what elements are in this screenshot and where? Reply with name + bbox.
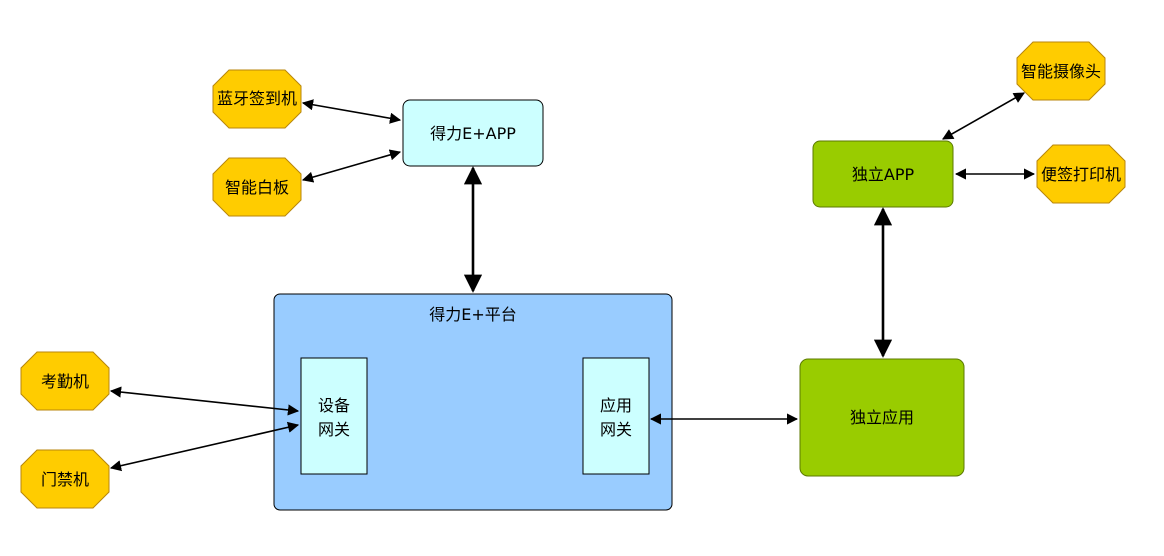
deli-app-node: 得力E+APP [402, 99, 544, 167]
edge-standaloneapp-camera [942, 92, 1025, 140]
device-gateway-label-line2: 网关 [318, 420, 350, 439]
deli-app-label: 得力E+APP [430, 124, 516, 143]
smart-whiteboard-label: 智能白板 [225, 178, 289, 197]
deli-app-box [402, 99, 544, 167]
edges [109, 92, 1036, 472]
smart-whiteboard-octagon [212, 157, 302, 217]
device-gateway-box [300, 357, 368, 475]
bluetooth-checkin-node: 蓝牙签到机 [212, 69, 302, 129]
standalone-application-node: 独立应用 [799, 358, 965, 477]
sticky-printer-label: 便签打印机 [1041, 165, 1121, 184]
device-gateway-label-line1: 设备 [318, 396, 350, 415]
edge-attendance-gateway [109, 386, 300, 416]
smart-camera-node: 智能摄像头 [1016, 41, 1106, 101]
sticky-printer-node: 便签打印机 [1036, 144, 1126, 204]
attendance-machine-octagon [20, 351, 110, 411]
bluetooth-checkin-octagon [212, 69, 302, 129]
standalone-app-label: 独立APP [852, 165, 915, 184]
attendance-machine-node: 考勤机 [20, 351, 110, 411]
deli-platform-node: 得力E+平台 [273, 293, 673, 511]
attendance-machine-label: 考勤机 [41, 372, 89, 391]
smart-camera-octagon [1016, 41, 1106, 101]
access-control-octagon [20, 449, 110, 509]
bluetooth-checkin-label: 蓝牙签到机 [217, 89, 297, 108]
platform-label: 得力E+平台 [429, 305, 517, 324]
edge-whiteboard-app [301, 149, 402, 183]
access-control-node: 门禁机 [20, 449, 110, 509]
standalone-app-node: 独立APP [812, 140, 954, 208]
smart-camera-label: 智能摄像头 [1021, 62, 1101, 81]
app-gateway-node: 应用 网关 [582, 357, 650, 475]
app-gateway-label-line1: 应用 [600, 396, 632, 415]
edge-access-gateway [109, 421, 300, 472]
app-gateway-label-line2: 网关 [600, 420, 632, 439]
smart-whiteboard-node: 智能白板 [212, 157, 302, 217]
standalone-application-box [799, 358, 965, 477]
device-gateway-node: 设备 网关 [300, 357, 368, 475]
standalone-application-label: 独立应用 [850, 408, 914, 427]
access-control-label: 门禁机 [41, 470, 89, 489]
edge-bluetooth-app [301, 99, 402, 124]
standalone-app-box [812, 140, 954, 208]
sticky-printer-octagon [1036, 144, 1126, 204]
app-gateway-box [582, 357, 650, 475]
